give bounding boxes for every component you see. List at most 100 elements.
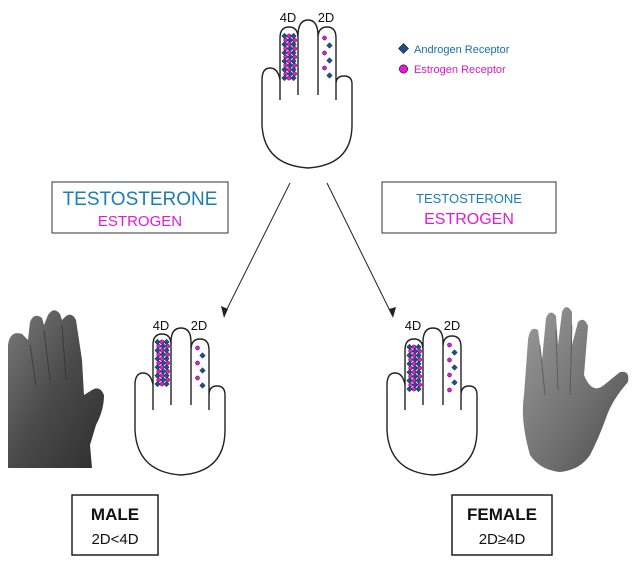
male-title: MALE bbox=[91, 505, 139, 524]
androgen-receptor-marker bbox=[326, 72, 333, 79]
top-index-markers bbox=[322, 35, 333, 79]
female-index-markers bbox=[447, 342, 458, 393]
androgen-receptor-marker bbox=[199, 367, 206, 374]
androgen-receptor-marker bbox=[415, 343, 422, 351]
digit-label-2d: 2D bbox=[444, 318, 461, 333]
androgen-receptor-marker bbox=[290, 74, 297, 82]
estrogen-receptor-marker bbox=[447, 372, 452, 378]
right-box-frame bbox=[381, 181, 557, 234]
hand-outline bbox=[134, 327, 226, 476]
androgen-receptor-marker bbox=[287, 53, 294, 61]
androgen-receptor-marker bbox=[290, 41, 297, 48]
androgen-receptor-marker bbox=[412, 381, 419, 388]
top-ring-markers bbox=[281, 32, 298, 82]
left-box-frame bbox=[51, 181, 229, 234]
digit-label-2d: 2D bbox=[191, 318, 208, 333]
male-ratio: 2D<4D bbox=[91, 531, 138, 548]
estrogen-receptor-marker bbox=[292, 63, 298, 68]
androgen-receptor-marker bbox=[412, 364, 419, 372]
female-box-frame bbox=[451, 494, 553, 556]
estrogen-receptor-marker bbox=[292, 46, 298, 51]
female-title: FEMALE bbox=[467, 505, 537, 524]
female-finger-line bbox=[539, 324, 573, 396]
female-palm-shape bbox=[522, 307, 629, 472]
right-hormone-box: TESTOSTERONE ESTROGEN bbox=[381, 181, 557, 234]
male-hand-photo bbox=[8, 310, 104, 468]
male-ring-markers bbox=[154, 338, 170, 388]
male-box-frame bbox=[71, 494, 159, 556]
estrogen-receptor-marker bbox=[165, 343, 170, 349]
hand-outline bbox=[386, 327, 478, 476]
androgen-receptor-marker bbox=[281, 58, 288, 65]
left-hormone-box: TESTOSTERONE ESTROGEN bbox=[51, 181, 229, 234]
estrogen-receptor-marker bbox=[292, 71, 298, 77]
estrogen-receptor-marker bbox=[195, 345, 200, 351]
androgen-receptor-marker bbox=[154, 364, 161, 371]
androgen-receptor-marker bbox=[406, 369, 413, 376]
androgen-receptor-marker bbox=[160, 376, 167, 383]
female-hand: 4D 2D bbox=[386, 318, 478, 476]
arrow-to-female bbox=[326, 182, 396, 318]
estrogen-legend-marker bbox=[398, 64, 408, 74]
estrogen-receptor-marker bbox=[417, 374, 423, 379]
androgen-receptor-marker bbox=[163, 338, 170, 346]
androgen-receptor-marker bbox=[154, 380, 161, 388]
estrogen-receptor-marker bbox=[417, 348, 423, 354]
female-ring-markers bbox=[406, 343, 423, 393]
androgen-receptor-marker bbox=[406, 352, 413, 359]
estrogen-receptor-marker bbox=[322, 65, 327, 71]
female-hand-photo bbox=[522, 307, 629, 472]
androgen-receptor-marker bbox=[406, 377, 413, 384]
androgen-receptor-marker bbox=[406, 343, 413, 351]
androgen-receptor-marker bbox=[287, 45, 294, 52]
estrogen-receptor-marker bbox=[195, 375, 200, 381]
androgen-receptor-marker bbox=[290, 49, 297, 56]
female-label-box: FEMALE 2D≥4D bbox=[451, 494, 553, 556]
androgen-receptor-marker bbox=[412, 356, 419, 363]
androgen-receptor-marker bbox=[281, 41, 288, 48]
androgen-receptor-marker bbox=[199, 352, 206, 359]
androgen-receptor-marker bbox=[163, 380, 170, 388]
androgen-legend-marker bbox=[398, 43, 409, 54]
androgen-receptor-marker bbox=[406, 360, 413, 367]
androgen-receptor-marker bbox=[290, 66, 297, 73]
top-hand: 4D 2D bbox=[261, 10, 353, 169]
arrow-to-male bbox=[221, 182, 291, 318]
androgen-receptor-marker bbox=[451, 364, 458, 371]
digit-label-4d: 4D bbox=[153, 318, 170, 333]
male-palm-shape bbox=[8, 310, 104, 468]
estrogen-receptor-marker bbox=[165, 352, 170, 357]
androgen-receptor-marker bbox=[451, 349, 458, 356]
androgen-receptor-marker bbox=[326, 42, 333, 49]
estrogen-receptor-marker bbox=[292, 54, 298, 60]
androgen-receptor-marker bbox=[415, 352, 422, 359]
estrogen-receptor-marker bbox=[417, 357, 423, 362]
androgen-receptor-marker bbox=[160, 368, 167, 375]
androgen-receptor-marker bbox=[281, 49, 288, 56]
androgen-legend-label: Androgen Receptor bbox=[414, 44, 510, 56]
estrogen-receptor-marker bbox=[447, 342, 452, 348]
estrogen-receptor-marker bbox=[447, 357, 452, 363]
male-index-markers bbox=[195, 345, 206, 389]
female-ratio: 2D≥4D bbox=[479, 531, 526, 548]
androgen-receptor-marker bbox=[163, 347, 170, 354]
male-hand: 4D 2D bbox=[134, 318, 226, 476]
androgen-receptor-marker bbox=[412, 373, 419, 380]
digit-label-2d: 2D bbox=[318, 10, 335, 25]
right-box-estrogen: ESTROGEN bbox=[424, 211, 514, 228]
androgen-receptor-marker bbox=[290, 58, 297, 65]
androgen-receptor-marker bbox=[163, 364, 170, 371]
androgen-receptor-marker bbox=[160, 359, 167, 367]
androgen-receptor-marker bbox=[199, 382, 206, 389]
estrogen-receptor-marker bbox=[447, 387, 452, 393]
estrogen-receptor-marker bbox=[417, 382, 423, 388]
hand-outline bbox=[261, 19, 353, 169]
right-box-testosterone: TESTOSTERONE bbox=[416, 191, 522, 206]
androgen-receptor-marker bbox=[287, 62, 294, 69]
left-box-estrogen: ESTROGEN bbox=[98, 213, 182, 230]
androgen-receptor-marker bbox=[154, 355, 161, 362]
androgen-receptor-marker bbox=[287, 37, 294, 44]
androgen-receptor-marker bbox=[412, 348, 419, 355]
legend: Androgen Receptor Estrogen Receptor bbox=[398, 43, 510, 76]
androgen-receptor-marker bbox=[451, 379, 458, 386]
